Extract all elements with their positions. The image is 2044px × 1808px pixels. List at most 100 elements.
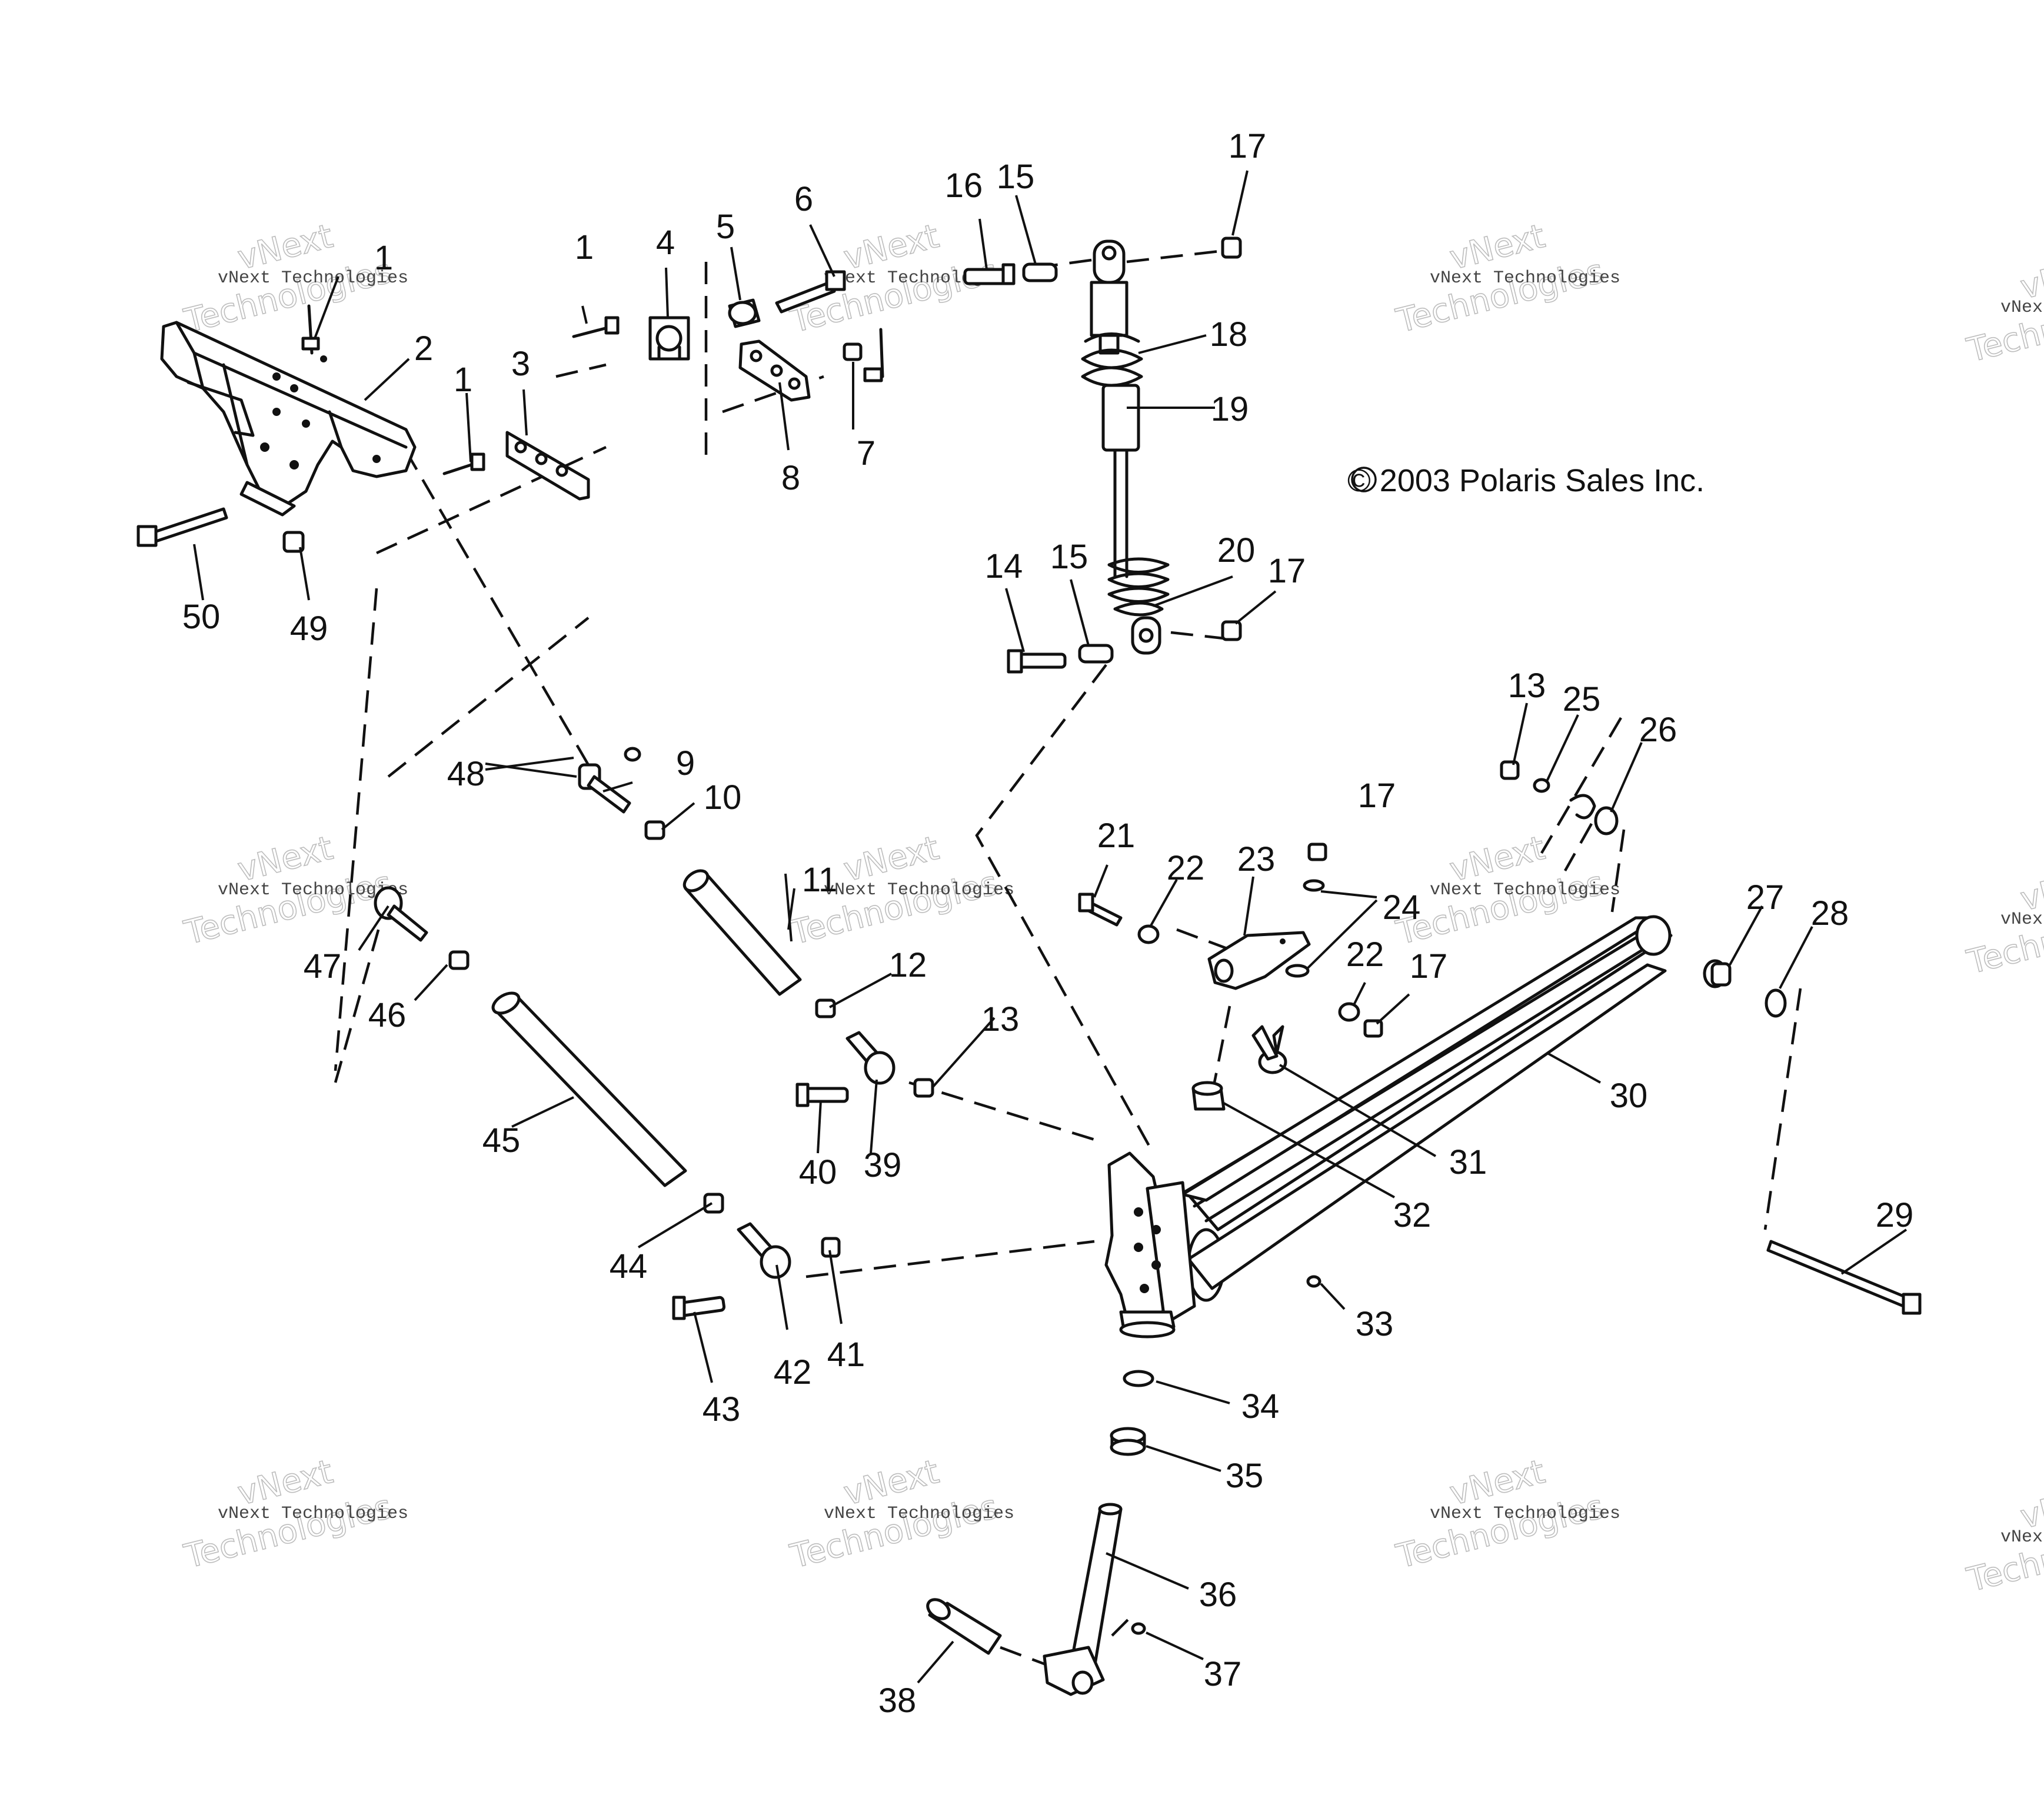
washer-part-34 xyxy=(1123,1370,1154,1387)
callout-24: 24 xyxy=(1383,888,1421,927)
callout-17b: 17 xyxy=(1268,552,1306,590)
callout-30: 30 xyxy=(1610,1077,1648,1115)
callout-43: 43 xyxy=(703,1390,741,1429)
bolt-part-1 xyxy=(301,304,620,475)
ball-joint-part-31 xyxy=(1251,1025,1287,1074)
rod-end-part-47 xyxy=(374,886,470,970)
watermark-text: vNext Technologies xyxy=(824,1504,1014,1524)
swing-arm-part-30 xyxy=(1181,915,1673,1302)
callout-14: 14 xyxy=(985,547,1023,585)
callout-36: 36 xyxy=(1199,1576,1237,1614)
callout-9: 9 xyxy=(676,744,695,783)
o-ring-part-28 xyxy=(1765,988,1787,1018)
callout-16: 16 xyxy=(945,167,983,205)
callout-13a: 13 xyxy=(981,1000,1020,1038)
bolt-part-29 xyxy=(1766,1240,1922,1315)
bracket-part-23 xyxy=(1207,931,1311,990)
callout-15a: 15 xyxy=(997,158,1035,196)
callout-39: 39 xyxy=(864,1146,902,1184)
fitting-part-37 xyxy=(1131,1622,1146,1635)
callout-18: 18 xyxy=(1210,315,1248,354)
callout-22a: 22 xyxy=(1167,849,1205,887)
bolt-part-21 xyxy=(1078,893,1360,1022)
callout-28: 28 xyxy=(1811,894,1849,933)
callout-27: 27 xyxy=(1746,878,1785,917)
watermark-text: vNext Technologies xyxy=(2000,1527,2044,1547)
callout-1a: 1 xyxy=(374,239,393,277)
rod-end-part-42 xyxy=(672,1222,791,1320)
watermark-text: vNext Technologies xyxy=(1430,268,1620,288)
callout-11: 11 xyxy=(802,861,837,899)
callout-17a: 17 xyxy=(1229,127,1267,165)
ring-part-25 xyxy=(1533,778,1619,835)
nut-part-10 xyxy=(644,820,665,840)
callout-6: 6 xyxy=(794,180,813,218)
callout-17d: 17 xyxy=(1410,947,1448,985)
bulkhead-bracket-part xyxy=(160,321,417,517)
callout-10: 10 xyxy=(704,778,742,817)
spindle-housing-part xyxy=(1104,1151,1196,1338)
callout-1b: 1 xyxy=(454,361,472,399)
callout-50: 50 xyxy=(182,598,221,636)
shock-bottom-hardware xyxy=(1007,644,1114,674)
watermark-text: vNext Technologies xyxy=(2000,298,2044,318)
callout-8: 8 xyxy=(781,459,800,497)
copyright-notice: © 2003 Polaris Sales Inc. xyxy=(1347,463,1705,498)
callout-44: 44 xyxy=(610,1247,648,1286)
callout-42: 42 xyxy=(774,1353,812,1391)
pin-part-24 xyxy=(1285,879,1325,978)
callout-1c: 1 xyxy=(575,228,594,267)
callout-41: 41 xyxy=(827,1336,865,1374)
tube-part-11 xyxy=(683,869,802,996)
callout-37: 37 xyxy=(1204,1655,1242,1693)
callout-23: 23 xyxy=(1237,840,1276,878)
callout-38: 38 xyxy=(878,1682,917,1720)
bolt-part-50 xyxy=(137,507,228,547)
nut-part-44 xyxy=(703,1193,724,1214)
callout-4: 4 xyxy=(656,224,675,262)
tie-rod-end-part-9 xyxy=(578,747,641,814)
callout-33: 33 xyxy=(1356,1305,1394,1343)
callout-46: 46 xyxy=(368,996,407,1034)
callout-48: 48 xyxy=(447,755,485,793)
copyright-text: © 2003 Polaris Sales Inc. xyxy=(1347,463,1705,498)
bushing-part-32 xyxy=(1191,1081,1226,1111)
callout-3: 3 xyxy=(511,345,530,383)
plate-part-8 xyxy=(738,339,811,402)
callout-13b: 13 xyxy=(1508,667,1546,705)
callout-5: 5 xyxy=(716,208,735,246)
bushing-part-5 xyxy=(728,298,761,328)
bracket-part-4 xyxy=(648,316,690,361)
callout-35: 35 xyxy=(1226,1457,1264,1495)
bushing-part-35 xyxy=(1110,1427,1146,1456)
watermark-text: vNext Technologies xyxy=(824,880,1014,900)
callout-15b: 15 xyxy=(1050,538,1088,576)
rod-end-part-39 xyxy=(795,1031,896,1107)
callout-20: 20 xyxy=(1217,531,1256,570)
part-drawings xyxy=(137,237,1922,1696)
callout-19: 19 xyxy=(1211,390,1249,428)
callout-29: 29 xyxy=(1876,1196,1914,1234)
callout-labels: 1 1 1 2 3 4 5 6 7 8 9 10 11 12 13 13 14 … xyxy=(182,127,1914,1720)
nut-part-12 xyxy=(815,998,836,1018)
callout-2: 2 xyxy=(414,329,433,368)
nut-part-49 xyxy=(282,531,305,553)
sleeve-part-38 xyxy=(926,1598,1002,1655)
callout-32: 32 xyxy=(1393,1196,1432,1234)
watermark-text: vNext Technologies xyxy=(2000,910,2044,930)
callout-31: 31 xyxy=(1449,1143,1487,1181)
callout-22b: 22 xyxy=(1346,935,1384,974)
callout-47: 47 xyxy=(304,947,342,985)
nut-part-17 xyxy=(1221,237,1383,1038)
tube-part-45 xyxy=(491,991,687,1187)
